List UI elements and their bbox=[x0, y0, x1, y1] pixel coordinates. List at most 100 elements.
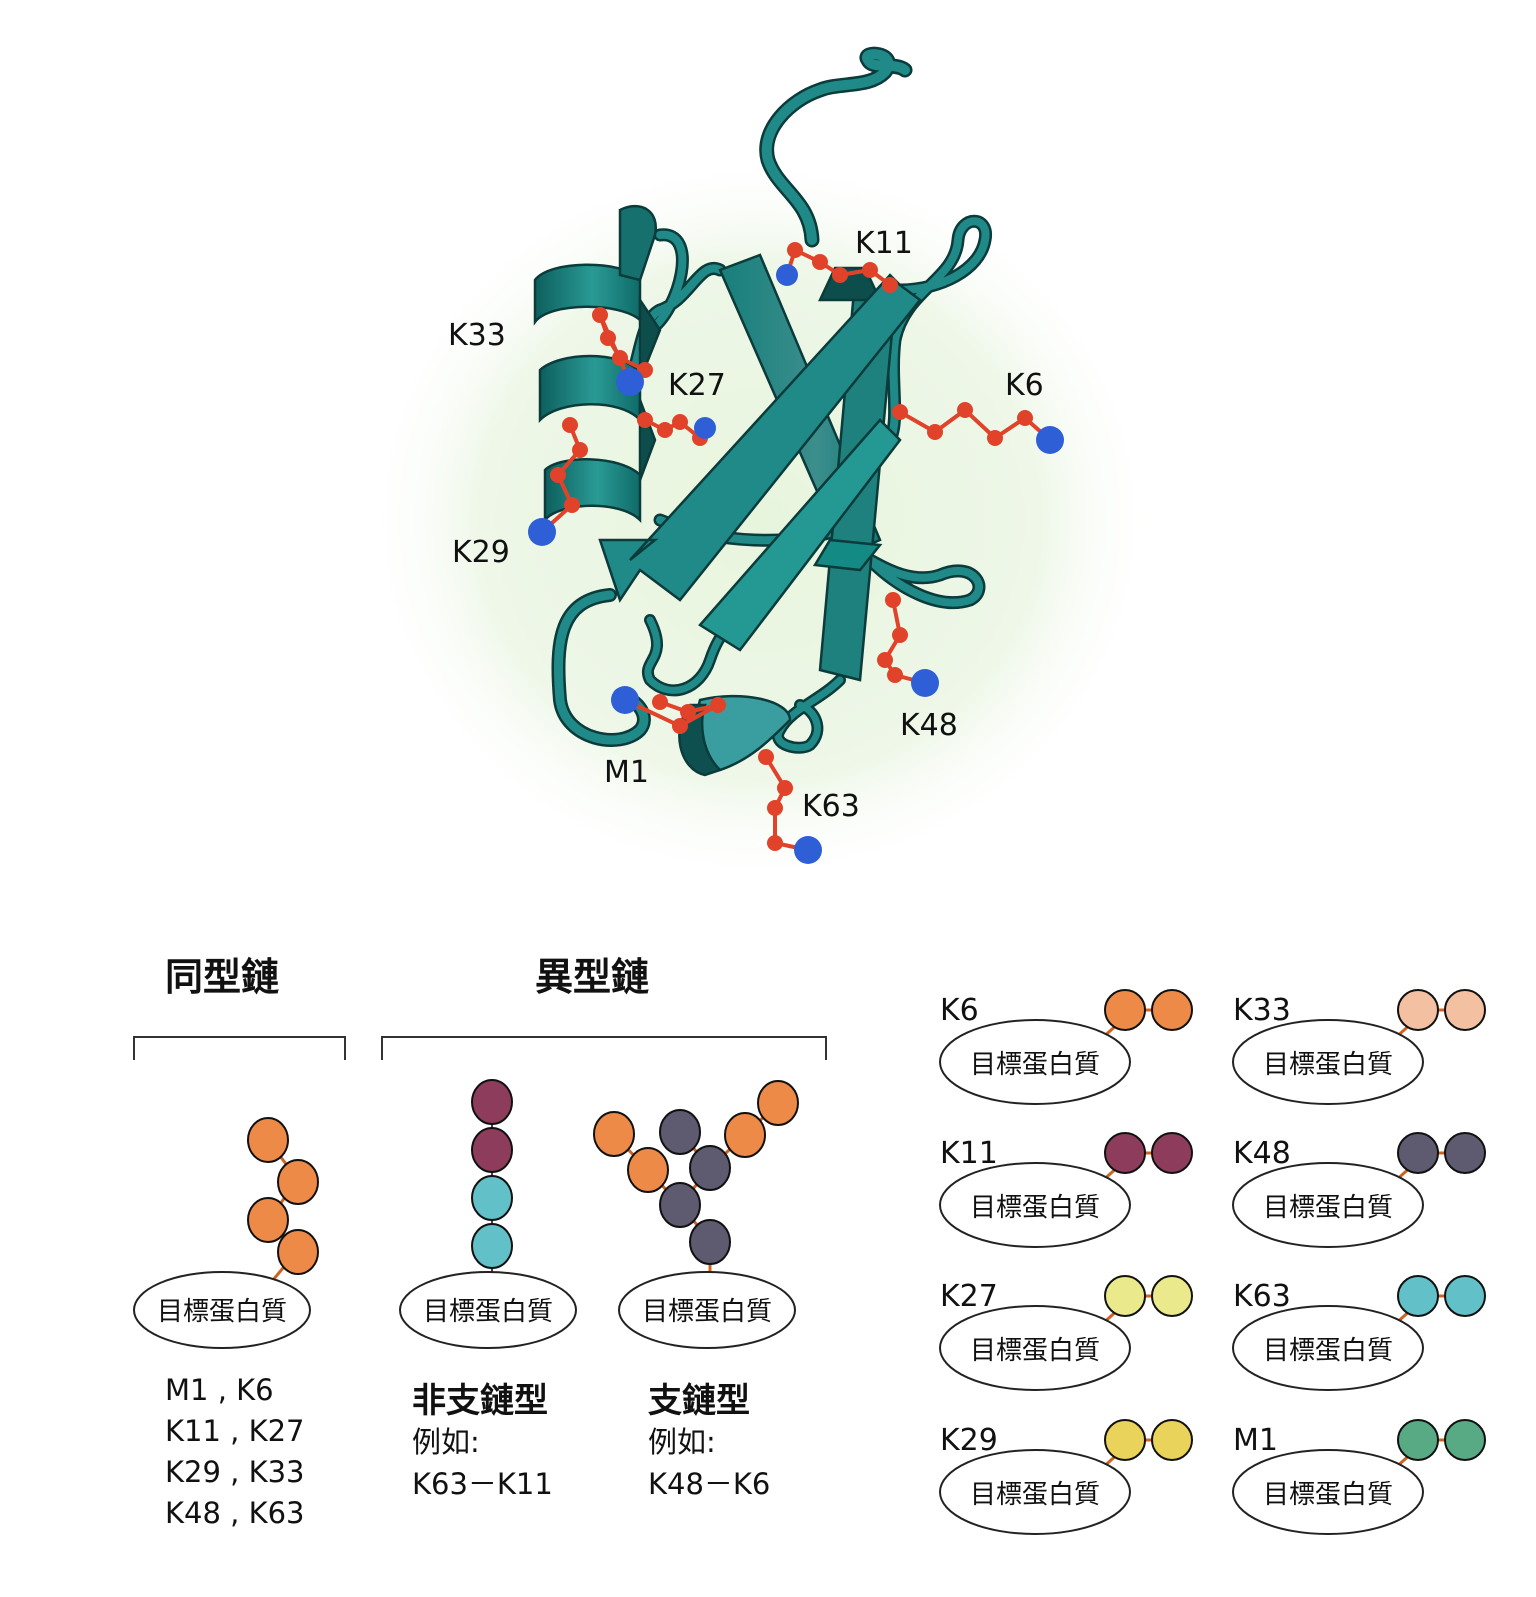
ubiquitin-k48 bbox=[689, 1219, 731, 1265]
ubiquitin-unit bbox=[1151, 1132, 1193, 1174]
target-protein-label: 目標蛋白質 bbox=[970, 1480, 1100, 1510]
ubiquitin-unit bbox=[1444, 989, 1486, 1031]
branched-example-prefix: 例如: bbox=[648, 1425, 716, 1459]
carbon-atom bbox=[812, 254, 828, 270]
residue-label-k27: K27 bbox=[668, 368, 726, 403]
target-protein bbox=[939, 1305, 1131, 1391]
legend-linkage-label: K6 bbox=[940, 993, 979, 1028]
ubiquitin-unit bbox=[1151, 1275, 1193, 1317]
linkage-pair: K29 , K33 bbox=[165, 1455, 305, 1489]
target-protein bbox=[133, 1271, 311, 1349]
legend-linkage-label: K33 bbox=[1233, 993, 1291, 1028]
target-protein-label: 目標蛋白質 bbox=[1263, 1480, 1393, 1510]
ubiquitin-k48 bbox=[659, 1109, 701, 1155]
ubiquitin-k11 bbox=[471, 1127, 513, 1173]
ubiquitin-k11 bbox=[471, 1079, 513, 1125]
carbon-atom bbox=[572, 442, 588, 458]
ubiquitin-k63 bbox=[471, 1175, 513, 1221]
carbon-atom bbox=[672, 718, 688, 734]
ubiquitin-k48 bbox=[659, 1182, 701, 1228]
side-chain-k48 bbox=[877, 592, 939, 697]
carbon-atom bbox=[885, 592, 901, 608]
ubiquitin-k6 bbox=[593, 1111, 635, 1157]
ubiquitin-unit bbox=[1104, 1132, 1146, 1174]
target-protein bbox=[1232, 1162, 1424, 1248]
linkage-pair: M1 , K6 bbox=[165, 1373, 274, 1407]
target-protein bbox=[939, 1449, 1131, 1535]
ubiquitin-k48 bbox=[689, 1145, 731, 1191]
carbon-atom bbox=[710, 697, 726, 713]
side-chain-k11 bbox=[776, 242, 898, 293]
target-protein bbox=[399, 1271, 577, 1349]
target-protein bbox=[1232, 1449, 1424, 1535]
ubiquitin-k-residue bbox=[247, 1117, 289, 1163]
ubiquitin-unit bbox=[1397, 1419, 1439, 1461]
ubiquitin-k6 bbox=[757, 1080, 799, 1126]
heterotypic-bracket bbox=[381, 1036, 827, 1060]
carbon-atom bbox=[892, 404, 908, 420]
ubiquitin-unit bbox=[1151, 989, 1193, 1031]
carbon-atom bbox=[877, 652, 893, 668]
ubiquitin-unit bbox=[1397, 989, 1439, 1031]
side-chain-k33 bbox=[592, 307, 653, 396]
side-chain-k29 bbox=[528, 417, 588, 546]
target-protein bbox=[1232, 1305, 1424, 1391]
ubiquitin-k-residue bbox=[277, 1159, 319, 1205]
legend-linkage-label: K11 bbox=[940, 1136, 998, 1171]
homotypic-chain bbox=[247, 1117, 319, 1281]
ubiquitin-unit bbox=[1397, 1132, 1439, 1174]
amine-nitrogen-atom bbox=[616, 368, 644, 396]
carbon-atom bbox=[1017, 410, 1033, 426]
ubiquitin-unit bbox=[1104, 1275, 1146, 1317]
carbon-atom bbox=[767, 835, 783, 851]
carbon-atom bbox=[592, 307, 608, 323]
linkage-pair: K48 , K63 bbox=[165, 1496, 305, 1530]
carbon-atom bbox=[612, 350, 628, 366]
target-protein-label: 目標蛋白質 bbox=[157, 1297, 287, 1327]
ubiquitin-unit bbox=[1444, 1132, 1486, 1174]
carbon-atom bbox=[600, 330, 616, 346]
target-protein-label: 目標蛋白質 bbox=[970, 1336, 1100, 1366]
heterotypic-title: 異型鏈 bbox=[535, 955, 649, 999]
amine-nitrogen-atom bbox=[911, 669, 939, 697]
side-chain-m1 bbox=[611, 686, 726, 734]
carbon-atom bbox=[787, 242, 803, 258]
legend-linkage-label: M1 bbox=[1233, 1423, 1278, 1458]
linkage-legend: K6目標蛋白質K33目標蛋白質K11目標蛋白質K48目標蛋白質K27目標蛋白質K… bbox=[939, 989, 1486, 1535]
unbranched-chain bbox=[471, 1079, 513, 1275]
ubiquitin-unit bbox=[1151, 1419, 1193, 1461]
carbon-atom bbox=[564, 497, 580, 513]
ubiquitin-k6 bbox=[627, 1147, 669, 1193]
target-protein-label: 目標蛋白質 bbox=[1263, 1050, 1393, 1080]
ubiquitin-k-residue bbox=[247, 1197, 289, 1243]
residue-label-k11: K11 bbox=[855, 226, 913, 261]
amine-nitrogen-atom bbox=[694, 417, 716, 439]
target-protein-label: 目標蛋白質 bbox=[970, 1193, 1100, 1223]
residue-label-k6: K6 bbox=[1005, 368, 1044, 403]
unbranched-example-prefix: 例如: bbox=[412, 1425, 480, 1459]
side-chain-k6 bbox=[892, 402, 1064, 454]
legend-item-k11: K11 目標蛋白質 bbox=[939, 1132, 1193, 1248]
carbon-atom bbox=[957, 402, 973, 418]
ubiquitin-unit bbox=[1444, 1275, 1486, 1317]
carbon-atom bbox=[987, 430, 1003, 446]
target-protein bbox=[939, 1162, 1131, 1248]
legend-linkage-label: K63 bbox=[1233, 1279, 1291, 1314]
homotypic-bracket bbox=[133, 1036, 346, 1060]
carbon-atom bbox=[657, 422, 673, 438]
residue-label-k29: K29 bbox=[452, 535, 510, 570]
branched-title: 支鏈型 bbox=[648, 1381, 750, 1421]
side-chains bbox=[528, 242, 1064, 864]
branched-chain bbox=[593, 1080, 799, 1275]
linkage-pair: K11 , K27 bbox=[165, 1414, 305, 1448]
side-chain-k63 bbox=[758, 749, 822, 864]
unbranched-title: 非支鏈型 bbox=[412, 1381, 548, 1421]
homotypic-section: 同型鏈 目標蛋白質 M1 , K6 K11 , K27 K29 , K33 K4… bbox=[133, 955, 346, 1530]
homotypic-linkage-list: M1 , K6 K11 , K27 K29 , K33 K48 , K63 bbox=[165, 1373, 305, 1530]
branched-example: K48－K6 bbox=[648, 1467, 770, 1501]
carbon-atom bbox=[652, 694, 668, 710]
target-protein bbox=[939, 1019, 1131, 1105]
